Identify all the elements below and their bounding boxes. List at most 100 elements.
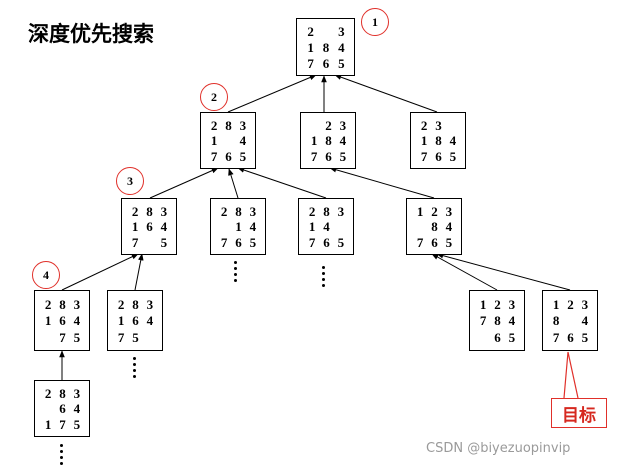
tile-cell: 7 <box>131 234 139 250</box>
watermark: CSDN @biyezuopinvip <box>426 441 571 456</box>
edge-a-root <box>227 74 317 113</box>
tile-cell: 5 <box>339 148 347 164</box>
tile-cell <box>318 24 333 40</box>
tile-cell: 1 <box>310 133 318 149</box>
tile-cell: 3 <box>249 204 257 220</box>
tile-cell: 7 <box>59 330 66 346</box>
tile-cell: 8 <box>235 204 242 220</box>
more-children-ellipsis <box>230 259 240 283</box>
tile-cell: 6 <box>435 148 442 164</box>
tile-cell: 7 <box>307 55 314 71</box>
tile-cell: 4 <box>338 39 345 55</box>
tile-cell: 3 <box>445 204 453 220</box>
tile-cell: 5 <box>508 330 516 346</box>
tile-cell: 3 <box>146 296 154 312</box>
tile-cell: 8 <box>322 39 330 55</box>
tile-cell: 4 <box>449 133 457 149</box>
tile-cell: 5 <box>337 234 345 250</box>
tile-cell: 2 <box>307 24 314 40</box>
tile-cell: 6 <box>322 55 330 71</box>
more-children-ellipsis <box>318 264 328 288</box>
tile-cell: 6 <box>494 330 501 346</box>
tile-cell: 3 <box>581 296 589 312</box>
goal-label: 目标 <box>551 398 607 428</box>
tile-cell: 5 <box>239 148 247 164</box>
tile-cell: 2 <box>494 296 501 312</box>
tile-cell: 5 <box>132 330 139 346</box>
tile-cell: 2 <box>567 296 574 312</box>
tile-cell: 1 <box>479 296 487 312</box>
tile-cell <box>221 133 235 148</box>
tile-cell: 1 <box>44 313 52 329</box>
tile-cell: 8 <box>494 313 501 329</box>
tile-cell <box>476 329 490 346</box>
tile-cell: 2 <box>220 204 228 220</box>
tile-cell: 8 <box>323 204 330 220</box>
tile-cell: 1 <box>416 204 424 220</box>
goal-callout-pointer <box>563 351 579 399</box>
tile-cell: 8 <box>146 204 153 220</box>
tile-cell: 4 <box>445 219 453 235</box>
tile-cell <box>41 329 55 346</box>
tile-cell: 1 <box>117 313 125 329</box>
tile-cell <box>307 118 321 133</box>
tile-cell: 3 <box>435 118 442 134</box>
tile-cell: 1 <box>44 416 52 432</box>
diagram-title: 深度优先搜索 <box>28 22 154 46</box>
tile-cell: 8 <box>225 118 232 134</box>
tile-cell: 7 <box>220 234 228 250</box>
tile-cell: 8 <box>59 386 66 402</box>
tile-cell: 7 <box>420 148 428 164</box>
tile-cell: 2 <box>308 204 316 220</box>
tile-cell: 2 <box>210 118 218 134</box>
tile-cell: 4 <box>339 133 347 149</box>
tile-cell: 5 <box>249 234 257 250</box>
tile-cell: 7 <box>210 148 218 164</box>
tile-cell: 2 <box>131 204 139 220</box>
tile-cell: 1 <box>131 219 139 235</box>
tile-cell: 6 <box>431 234 438 250</box>
step-badge-1: 1 <box>361 8 389 36</box>
tile-cell <box>142 235 156 250</box>
tile-cell: 3 <box>337 204 345 220</box>
edge-c-root <box>334 74 438 113</box>
tile-cell: 8 <box>325 133 332 149</box>
tile-cell: 6 <box>59 313 66 329</box>
edge-b1-b <box>329 167 435 199</box>
tile-cell: 4 <box>508 313 516 329</box>
edge-a1a-a1 <box>61 253 139 291</box>
tile-cell: 8 <box>132 296 139 312</box>
tile-cell: 2 <box>420 118 428 134</box>
tile-cell: 3 <box>160 204 168 220</box>
tile-cell <box>217 219 231 234</box>
tile-cell: 1 <box>235 219 242 235</box>
more-children-ellipsis <box>129 355 139 379</box>
tile-cell: 1 <box>308 219 316 235</box>
tile-cell: 3 <box>338 24 345 40</box>
tile-cell: 7 <box>310 148 318 164</box>
tile-cell: 1 <box>552 296 560 312</box>
tile-cell: 7 <box>308 234 316 250</box>
tile-cell <box>41 401 55 416</box>
tile-cell: 6 <box>132 313 139 329</box>
tile-cell: 7 <box>552 330 560 346</box>
tile-cell: 1 <box>307 39 314 55</box>
tile-cell: 3 <box>73 386 81 402</box>
tile-cell: 3 <box>73 296 81 312</box>
tile-cell: 3 <box>508 296 516 312</box>
edge-a3-a <box>237 167 327 199</box>
edge-b1a-b1 <box>431 253 498 291</box>
tile-cell: 4 <box>581 313 589 329</box>
tile-cell: 5 <box>449 148 457 164</box>
tile-cell: 4 <box>323 219 330 235</box>
